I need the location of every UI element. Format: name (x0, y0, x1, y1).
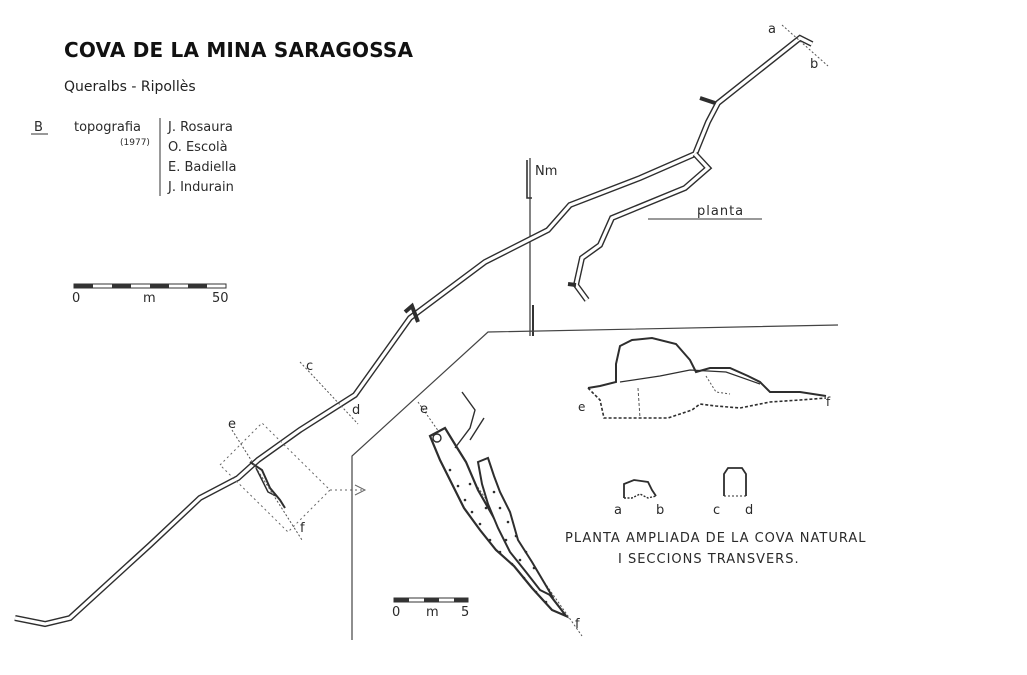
plan-label: planta (697, 204, 744, 219)
map-title: COVA DE LA MINA SARAGOSSA (64, 38, 414, 62)
detail-scale-bar: 0 m 5 (392, 597, 469, 620)
section-letter-d: d (352, 403, 360, 418)
credits-year: (1977) (120, 138, 150, 148)
map-subtitle: Queralbs - Ripollès (64, 79, 196, 95)
cross-cd-left: c (713, 503, 720, 518)
enlarged-letter-e: e (420, 402, 428, 417)
section-letter-f: f (300, 521, 305, 536)
enlarged-cave-plan: e f (417, 391, 583, 637)
scale-detail-end: 5 (461, 605, 469, 620)
credit-author-4: J. Indurain (167, 180, 234, 195)
credit-author-1: J. Rosaura (167, 120, 233, 135)
north-label: Nm (535, 164, 557, 179)
cross-cd-right: d (745, 503, 753, 518)
inset-frame (351, 324, 839, 640)
scale-main-start: 0 (72, 291, 80, 306)
section-letter-c: c (306, 359, 313, 374)
main-gallery-plan (14, 34, 814, 628)
caption-line-1: PLANTA AMPLIADA DE LA COVA NATURAL (565, 531, 866, 546)
section-letter-e: e (228, 417, 236, 432)
scale-detail-unit: m (426, 605, 439, 620)
cross-section-cd: c d (713, 467, 753, 518)
scale-main-end: 50 (212, 291, 229, 306)
section-markers: a b c d e f (219, 22, 829, 541)
credit-author-3: E. Badiella (168, 160, 236, 175)
plan-label-group: planta (648, 204, 762, 220)
section-letter-b: b (810, 57, 818, 72)
credits-label: topografia (74, 120, 141, 135)
enlarged-letter-f: f (575, 617, 580, 632)
cross-ab-left: a (614, 503, 622, 518)
profile-letter-e: e (578, 400, 585, 414)
sheet-letter: B (34, 120, 43, 135)
cross-ab-right: b (656, 503, 664, 518)
scale-detail-start: 0 (392, 605, 400, 620)
longitudinal-profile: e f (578, 336, 831, 419)
credit-author-2: O. Escolà (168, 140, 228, 155)
scale-main-unit: m (143, 291, 156, 306)
north-arrow: Nm (526, 158, 557, 336)
section-letter-a: a (768, 22, 776, 37)
caption-line-2: I SECCIONS TRANSVERS. (618, 552, 800, 567)
profile-letter-f: f (826, 395, 831, 409)
cross-section-ab: a b (614, 479, 664, 518)
credits-block: B topografia (1977) J. Rosaura O. Escolà… (31, 118, 236, 196)
main-scale-bar: 0 m 50 (72, 283, 229, 306)
